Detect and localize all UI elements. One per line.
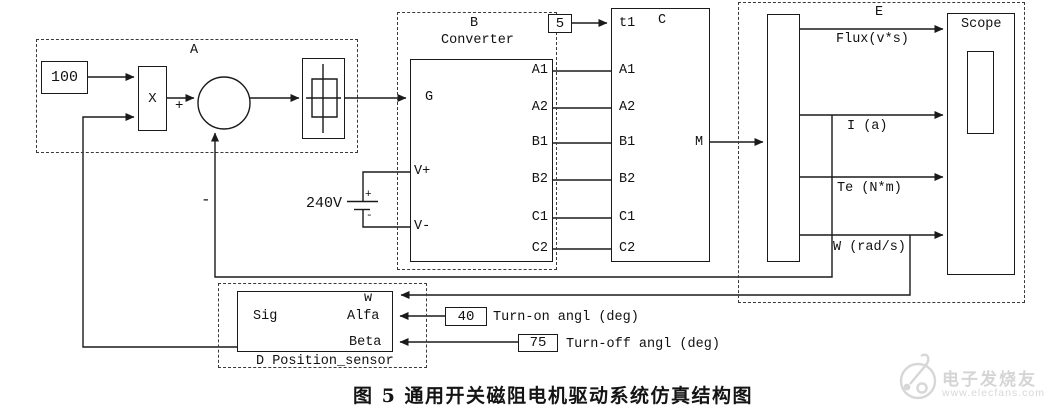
subsystem-a-title: A: [190, 43, 199, 58]
turn-on-angle-label: Turn-on angl (deg): [493, 310, 639, 325]
signal-label-current: I (a): [847, 119, 888, 134]
converter-port-b1: B1: [531, 135, 548, 150]
subsystem-d-frame: [218, 283, 427, 368]
battery-plus-sign: +: [365, 189, 372, 201]
signal-label-speed: W (rad/s): [833, 240, 906, 255]
scope-block: [947, 13, 1015, 275]
signal-label-flux: Flux(v*s): [836, 32, 909, 47]
converter-port-g: G: [425, 90, 434, 105]
converter-block: [410, 59, 553, 262]
constant-5-block: 5: [548, 14, 572, 33]
motor-port-b1: B1: [619, 135, 636, 150]
converter-port-a1: A1: [531, 63, 548, 78]
motor-port-a1: A1: [619, 63, 636, 78]
battery-voltage-label: 240V: [306, 195, 343, 212]
watermark-brand: 电子发烧友: [942, 370, 1037, 390]
motor-block: [611, 8, 710, 262]
scope-label: Scope: [961, 17, 1002, 32]
turn-off-angle-block: 75: [518, 334, 558, 352]
subsystem-a-frame: [36, 39, 358, 153]
hysteresis-relay-block: [302, 58, 345, 139]
subsystem-e-frame: [738, 2, 1025, 303]
subsystem-b-frame: [397, 12, 557, 270]
elecfans-logo-icon: [899, 353, 937, 400]
converter-port-vplus: V+: [414, 164, 431, 179]
motor-port-b2: B2: [619, 172, 636, 187]
demux-block: [767, 14, 800, 262]
motor-port-m: M: [695, 135, 704, 150]
scope-screen: [967, 51, 994, 134]
sensor-port-alfa: Alfa: [347, 309, 380, 324]
motor-port-c1: C1: [619, 210, 636, 225]
figure-caption: 图 5 通用开关磁阻电机驱动系统仿真结构图: [353, 385, 753, 407]
sum-plus-sign: +: [175, 98, 184, 114]
signal-label-torque: Te (N*m): [837, 181, 902, 196]
converter-label: Converter: [441, 33, 514, 48]
position-sensor-block: [237, 291, 393, 352]
sum-minus-sign: -: [201, 191, 211, 209]
watermark-url: www.elecfans.com: [942, 387, 1045, 399]
subsystem-d-caption: D Position_sensor: [256, 354, 394, 369]
converter-port-a2: A2: [531, 100, 548, 115]
sensor-port-sig: Sig: [253, 309, 278, 324]
product-block: X: [138, 66, 167, 131]
sensor-port-w: w: [364, 291, 373, 306]
motor-title: C: [658, 13, 667, 28]
converter-port-vminus: V-: [414, 219, 431, 234]
converter-port-c2: C2: [531, 241, 548, 256]
motor-port-c2: C2: [619, 241, 636, 256]
motor-port-t1: t1: [619, 16, 636, 31]
motor-port-a2: A2: [619, 100, 636, 115]
converter-port-c1: C1: [531, 210, 548, 225]
turn-on-angle-block: 40: [445, 307, 487, 326]
subsystem-e-title: E: [875, 5, 884, 20]
sensor-port-beta: Beta: [349, 335, 382, 350]
subsystem-b-title: B: [470, 16, 479, 31]
converter-port-b2: B2: [531, 172, 548, 187]
turn-off-angle-label: Turn-off angl (deg): [566, 337, 720, 352]
battery-minus-sign: -: [366, 210, 373, 222]
constant-100-block: 100: [41, 61, 88, 94]
